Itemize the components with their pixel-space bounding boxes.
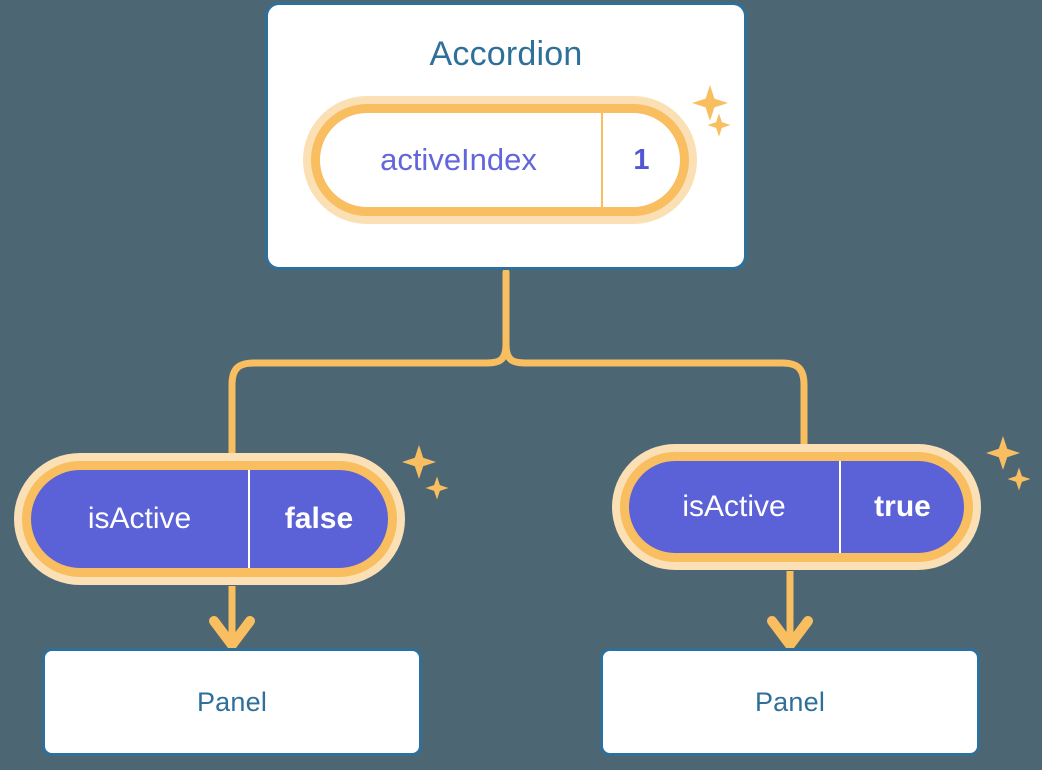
state-key-label: activeIndex bbox=[380, 142, 537, 177]
state-pill-active-index[interactable]: activeIndex 1 bbox=[311, 104, 689, 216]
state-pill-is-active-true[interactable]: isActive true bbox=[620, 452, 973, 562]
state-key-label: isActive bbox=[87, 502, 192, 535]
panel-title: Panel bbox=[754, 687, 826, 717]
state-value-label: false bbox=[248, 470, 388, 568]
state-value-label: true bbox=[839, 461, 964, 553]
panel-card-left[interactable]: Panel bbox=[42, 648, 422, 756]
state-key-label: isActive bbox=[682, 490, 786, 523]
connector-branch-left bbox=[228, 340, 510, 466]
panel-card-right[interactable]: Panel bbox=[600, 648, 980, 756]
state-pill-is-active-false[interactable]: isActive false bbox=[22, 461, 397, 577]
arrow-down-icon-left bbox=[209, 616, 255, 650]
connector-branch-right bbox=[502, 340, 808, 459]
arrow-down-icon-right bbox=[767, 616, 813, 650]
state-value-label: 1 bbox=[601, 113, 680, 207]
panel-title: Panel bbox=[196, 687, 268, 717]
accordion-title: Accordion bbox=[429, 35, 583, 73]
